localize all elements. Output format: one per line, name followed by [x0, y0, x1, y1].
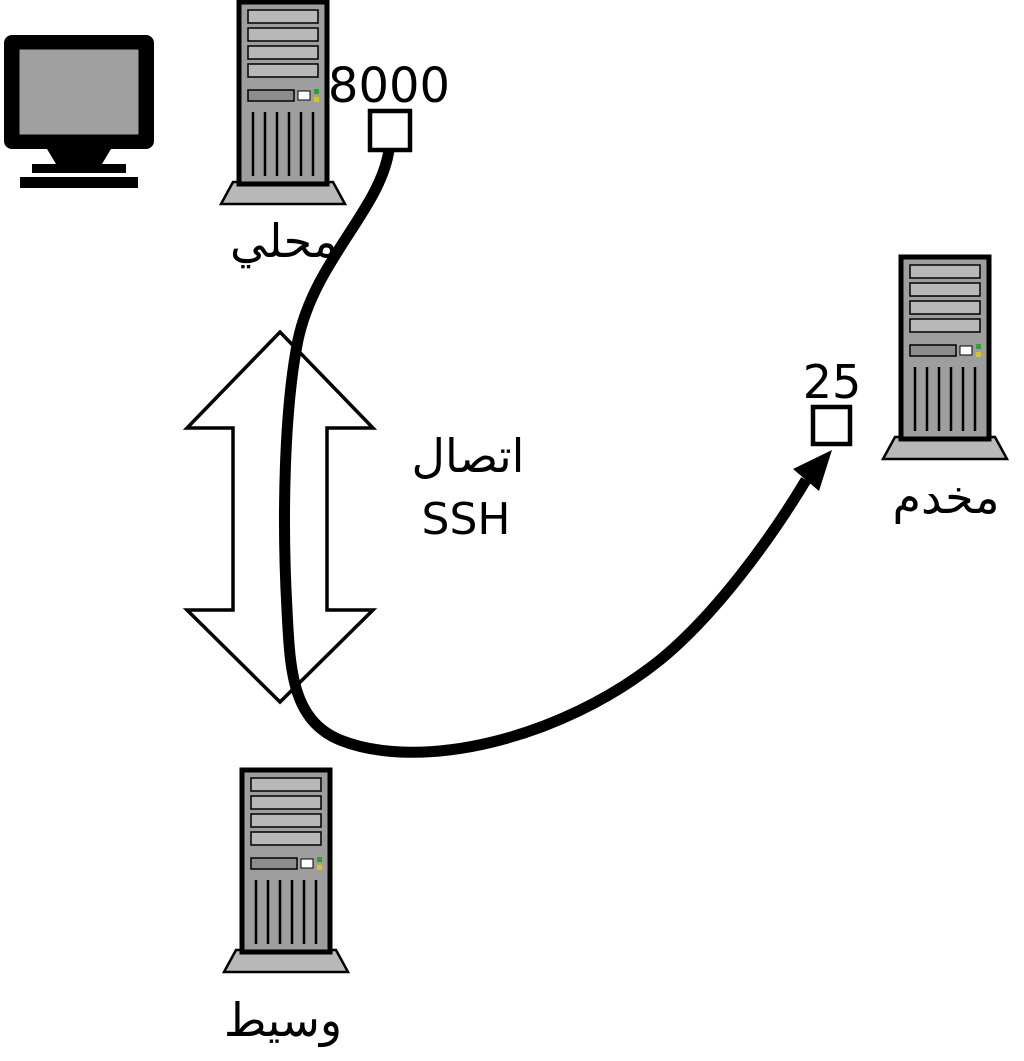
port-25-box	[810, 404, 853, 447]
local-computer-label: محلي	[230, 214, 338, 269]
port-25-label: 25	[803, 355, 862, 409]
monitor-icon	[4, 35, 154, 188]
server-computer-icon	[883, 257, 1007, 459]
local-computer-icon	[221, 2, 345, 204]
port-8000-box	[367, 108, 413, 153]
ssh-connection-label-line1: اتصال	[412, 429, 525, 483]
server-computer-label: مخدم	[893, 470, 1000, 524]
tunnel-cable-line	[279, 149, 811, 758]
tunnel-arrowhead-icon	[793, 450, 832, 491]
ssh-connection-label-line2: SSH	[422, 494, 511, 545]
intermediate-computer-label: وسيط	[224, 993, 342, 1048]
intermediate-computer-icon	[224, 770, 348, 972]
port-8000-label: 8000	[328, 58, 450, 114]
